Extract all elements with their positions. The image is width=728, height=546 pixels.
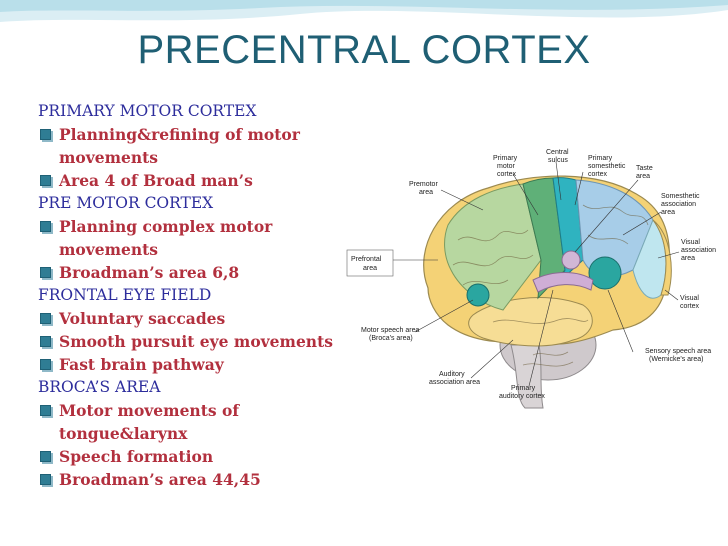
top-wave-decoration [0, 0, 728, 22]
checkbox-bullet-icon [40, 221, 51, 232]
section-heading: PRE MOTOR CORTEX [38, 194, 214, 212]
visual-cortex-region [652, 219, 672, 296]
broca-area-spot [466, 283, 490, 307]
bullet-text: Area 4 of Broad man’s [59, 171, 253, 190]
label-taste-2: area [636, 173, 650, 180]
wernicke-area-spot [588, 256, 622, 290]
bullet-text: Fast brain pathway [59, 355, 224, 374]
section-heading: PRIMARY MOTOR CORTEX [38, 102, 257, 120]
bullet-item: Smooth pursuit eye movements [38, 330, 338, 353]
label-primary-somesthetic-1: Primary [588, 155, 613, 162]
bullet-text: Smooth pursuit eye movements [59, 332, 333, 351]
label-primary-motor-2: motor [497, 163, 516, 170]
label-pointer-lines [393, 161, 680, 387]
content-list: PRIMARY MOTOR CORTEX Planning&refining of… [38, 100, 338, 491]
checkbox-bullet-icon [40, 336, 51, 347]
temporal-lobe [468, 297, 593, 347]
bullet-text: Speech formation [59, 447, 214, 466]
label-auditory-assoc-1: Auditory [439, 371, 465, 378]
brain-diagram: Central sulcus Primary motor cortex Prim… [346, 149, 716, 409]
label-central-sulcus-1: Central [546, 149, 569, 156]
checkbox-bullet-icon [40, 175, 51, 186]
bullet-item: Motor movements of tongue&larynx [38, 399, 338, 445]
bullet-text: Motor movements of [59, 401, 239, 420]
checkbox-bullet-icon [40, 313, 51, 324]
label-auditory-assoc-2: association area [429, 379, 480, 386]
bullet-item: Broadman’s area 6,8 [38, 261, 338, 284]
bullet-item: Fast brain pathway [38, 353, 338, 376]
label-primary-motor-3: cortex [497, 171, 517, 178]
bullet-text: Planning complex motor [59, 217, 273, 236]
label-premotor-1: Premotor [409, 181, 438, 188]
label-motor-speech-2: (Broca's area) [369, 335, 413, 342]
label-prefrontal-1: Prefrontal [351, 256, 382, 263]
checkbox-bullet-icon [40, 451, 51, 462]
bullet-text: Planning&refining of motor [59, 125, 300, 144]
label-prefrontal-2: area [363, 265, 377, 272]
label-sensory-speech-2: (Wernicke's area) [649, 356, 704, 363]
label-primary-somesthetic-3: cortex [588, 171, 608, 178]
label-visual-cortex-2: cortex [680, 303, 700, 310]
bullet-item: Planning&refining of motor movements [38, 123, 338, 169]
bullet-continuation: movements [59, 240, 159, 259]
checkbox-bullet-icon [40, 359, 51, 370]
label-visual-assoc-3: area [681, 255, 695, 262]
checkbox-bullet-icon [40, 267, 51, 278]
bullet-continuation: tongue&larynx [59, 424, 188, 443]
label-visual-assoc-2: association [681, 247, 716, 254]
bullet-text: Broadman’s area 44,45 [59, 470, 261, 489]
bullet-text: Voluntary saccades [59, 309, 226, 328]
checkbox-bullet-icon [40, 474, 51, 485]
label-motor-speech-1: Motor speech area [361, 327, 419, 334]
checkbox-bullet-icon [40, 129, 51, 140]
bullet-item: Speech formation [38, 445, 338, 468]
label-somesthetic-assoc-3: area [661, 209, 675, 216]
label-visual-assoc-1: Visual [681, 239, 700, 246]
bullet-continuation: movements [59, 148, 159, 167]
slide-title: PRECENTRAL CORTEX [137, 28, 591, 72]
section-heading: FRONTAL EYE FIELD [38, 286, 212, 304]
bullet-text: Broadman’s area 6,8 [59, 263, 240, 282]
label-visual-cortex-1: Visual [680, 295, 699, 302]
auditory-cortex-region [532, 272, 594, 293]
brain-stem [510, 344, 544, 409]
label-premotor-2: area [419, 189, 433, 196]
premotor-region [444, 183, 542, 311]
checkbox-bullet-icon [40, 405, 51, 416]
bullet-item: Planning complex motor movements [38, 215, 338, 261]
label-primary-somesthetic-2: somesthetic [588, 163, 626, 170]
prefrontal-label-box [346, 249, 394, 277]
label-central-sulcus-2: sulcus [548, 157, 568, 164]
label-sensory-speech-1: Sensory speech area [645, 348, 711, 355]
bullet-item: Area 4 of Broad man’s [38, 169, 338, 192]
label-somesthetic-assoc-2: association [661, 201, 696, 208]
bullet-item: Voluntary saccades [38, 307, 338, 330]
brain-illustration [423, 175, 672, 409]
diagram-labels: Central sulcus Primary motor cortex Prim… [346, 149, 716, 400]
bullet-item: Broadman’s area 44,45 [38, 468, 338, 491]
label-taste-1: Taste [636, 165, 653, 172]
section-heading: BROCA’S AREA [38, 378, 161, 396]
label-somesthetic-assoc-1: Somesthetic [661, 193, 700, 200]
gyri-lines [452, 204, 649, 367]
label-primary-auditory-2: auditory cortex [499, 393, 545, 400]
label-primary-auditory-1: Primary [511, 385, 536, 392]
taste-area-spot [561, 250, 581, 270]
label-primary-motor-1: Primary [493, 155, 518, 162]
